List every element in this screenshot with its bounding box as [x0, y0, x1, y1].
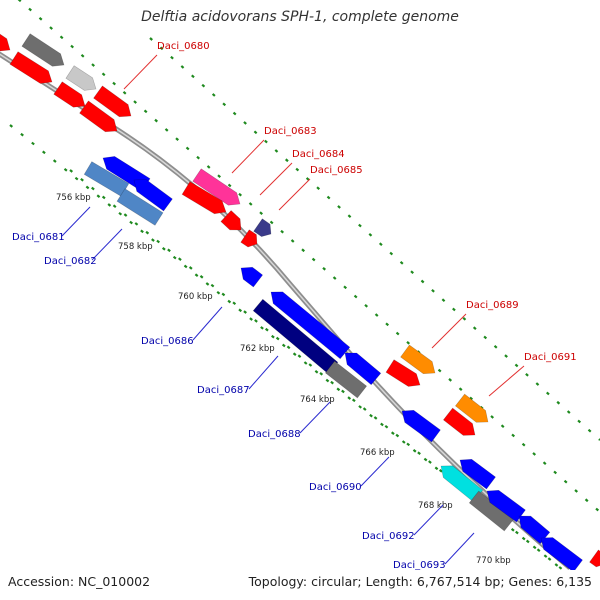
tick-label: 760 kbp	[178, 292, 213, 302]
gene-label: Daci_0690	[309, 482, 362, 493]
guide-line-3	[69, 169, 565, 570]
map-title: Delftia acidovorans SPH-1, complete geno…	[141, 9, 459, 25]
tick-label: 756 kbp	[56, 193, 91, 203]
gene-label: Daci_0686	[141, 336, 194, 347]
tick-label: 762 kbp	[240, 344, 275, 354]
gene-arrow	[9, 51, 53, 84]
leader-line	[192, 306, 223, 341]
leader-line	[91, 228, 123, 261]
gene-arrow	[53, 81, 86, 108]
gene-arrow	[65, 65, 97, 91]
gene-label: Daci_0689	[466, 300, 519, 311]
gene-arrow	[486, 489, 526, 523]
accession-text: Accession: NC_010002	[8, 574, 151, 589]
gene-arrow	[83, 161, 130, 197]
leader-line	[413, 504, 444, 536]
gene-labels: Daci_0680Daci_0683Daci_0684Daci_0685Daci…	[12, 41, 577, 571]
leader-line	[123, 54, 158, 90]
gene-arrow	[240, 266, 264, 288]
gene-arrow	[401, 409, 441, 443]
gene-arrow	[589, 549, 600, 568]
gene-arrow	[324, 360, 368, 399]
gene-arrow	[459, 458, 496, 490]
guide-line-0	[17, 0, 600, 513]
gene-arrow	[133, 178, 173, 212]
leader-line	[231, 139, 265, 174]
gene-features	[0, 33, 600, 570]
gene-label: Daci_0692	[362, 531, 415, 542]
gene-arrow	[220, 210, 242, 231]
leader-line	[488, 365, 525, 397]
gene-arrow	[253, 218, 272, 237]
tick-label: 768 kbp	[418, 501, 453, 511]
gene-arrow	[344, 352, 382, 386]
gene-arrow	[116, 188, 164, 226]
tick-labels: 756 kbp 758 kbp 760 kbp 762 kbp 764 kbp 766 k…	[56, 193, 511, 566]
tick-label: 766 kbp	[360, 448, 395, 458]
tick-label: 764 kbp	[300, 395, 335, 405]
gene-label: Daci_0691	[524, 352, 577, 363]
gene-label: Daci_0682	[44, 256, 97, 267]
leader-line	[61, 206, 91, 237]
label-leaders	[61, 54, 525, 565]
gene-label: Daci_0681	[12, 232, 65, 243]
leader-line	[431, 313, 467, 349]
gene-arrow	[385, 359, 421, 387]
tick-label: 770 kbp	[476, 556, 511, 566]
tick-label: 758 kbp	[118, 242, 153, 252]
gene-label: Daci_0688	[248, 429, 301, 440]
gene-arrow	[181, 181, 227, 215]
gene-label: Daci_0685	[310, 165, 363, 176]
gene-arrow	[540, 537, 583, 570]
leader-line	[299, 401, 331, 434]
guide-line-1	[9, 124, 565, 570]
gene-arrow	[79, 100, 118, 133]
gene-arrow	[454, 393, 489, 423]
gene-label: Daci_0680	[157, 41, 210, 52]
gene-arrow	[400, 344, 436, 375]
leader-line	[444, 532, 475, 565]
leader-line	[248, 355, 279, 390]
gene-arrow	[21, 33, 65, 67]
gene-label: Daci_0687	[197, 385, 250, 396]
leader-line	[360, 456, 390, 487]
gene-arrow	[240, 229, 258, 248]
guide-line-2	[149, 37, 600, 441]
gene-label: Daci_0693	[393, 560, 446, 571]
gene-arrow	[252, 298, 339, 375]
leader-line	[259, 162, 293, 196]
gene-arrow	[0, 33, 11, 52]
gene-arrow	[442, 407, 476, 436]
gene-arrow	[93, 85, 132, 118]
gene-label: Daci_0684	[292, 149, 345, 160]
topology-text: Topology: circular; Length: 6,767,514 bp…	[248, 574, 592, 589]
leader-line	[278, 178, 311, 211]
gene-label: Daci_0683	[264, 126, 317, 137]
gene-arrow	[192, 168, 241, 206]
